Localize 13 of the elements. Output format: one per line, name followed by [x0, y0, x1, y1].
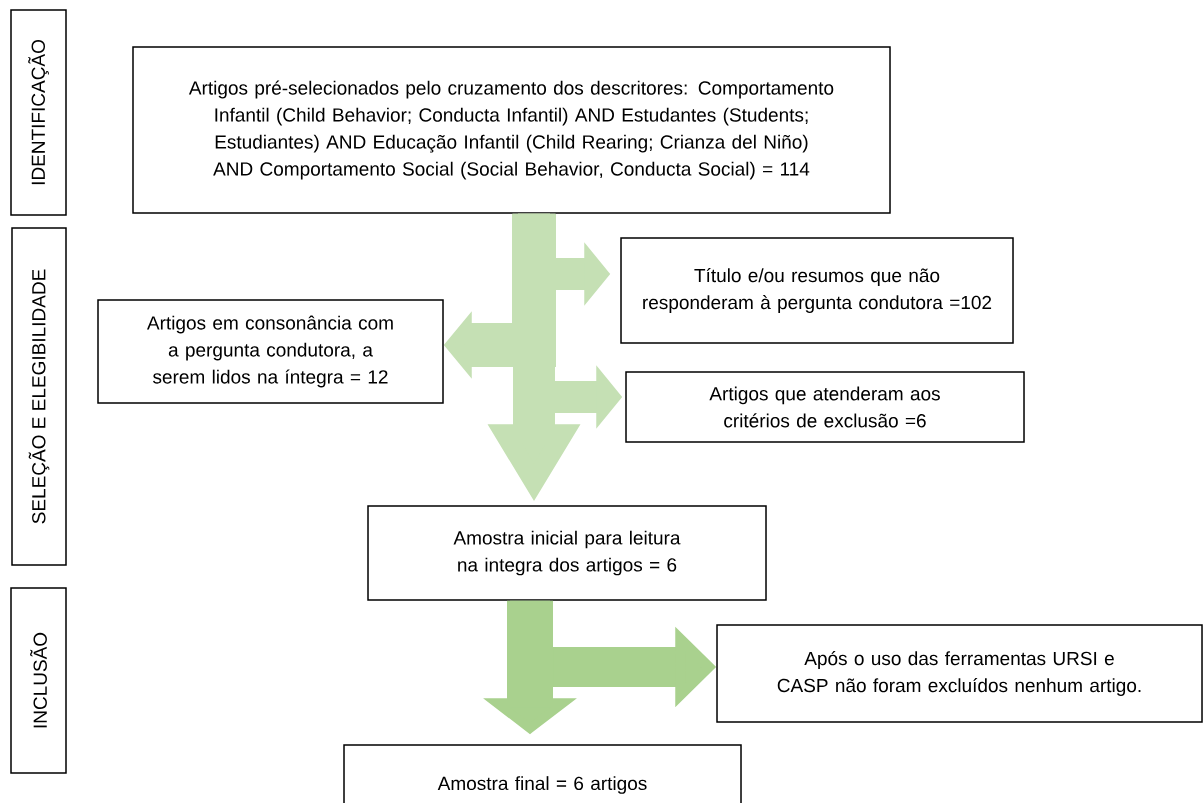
process-box: Artigos em consonância com a pergunta condutora, a serem lidos na íntegra = 12 [97, 299, 444, 404]
process-box: Título e/ou resumos que não responderam à pergunta condutora =102 [620, 237, 1014, 344]
process-box: Artigos pré-selecionados pelo cruzamento dos descritores: Comportamento Infantil (Child Behavior; Conducta Infantil) AND Estudantes (Students; Estudiantes) AND Educação Infantil (Child Rearing; Crianza del Niño) AND Comportamento Social (Social Behavior, Conducta Social) = 114 [132, 46, 891, 214]
stage-label: IDENTIFICAÇÃO [28, 40, 49, 185]
stage-label: SELEÇÃO E ELEGIBILIDADE [28, 269, 50, 524]
process-box: Artigos que atenderam aos critérios de exclusão =6 [625, 371, 1025, 443]
stage-band [10, 9, 67, 216]
process-box: Amostra final = 6 artigos [343, 744, 742, 803]
process-box: Após o uso das ferramentas URSI e CASP não foram excluídos nenhum artigo. [716, 624, 1203, 723]
stage-label: INCLUSÃO [30, 632, 47, 728]
stage-band [10, 587, 67, 774]
stage-band [11, 227, 67, 566]
process-box: Amostra inicial para leitura na integra dos artigos = 6 [367, 505, 767, 601]
